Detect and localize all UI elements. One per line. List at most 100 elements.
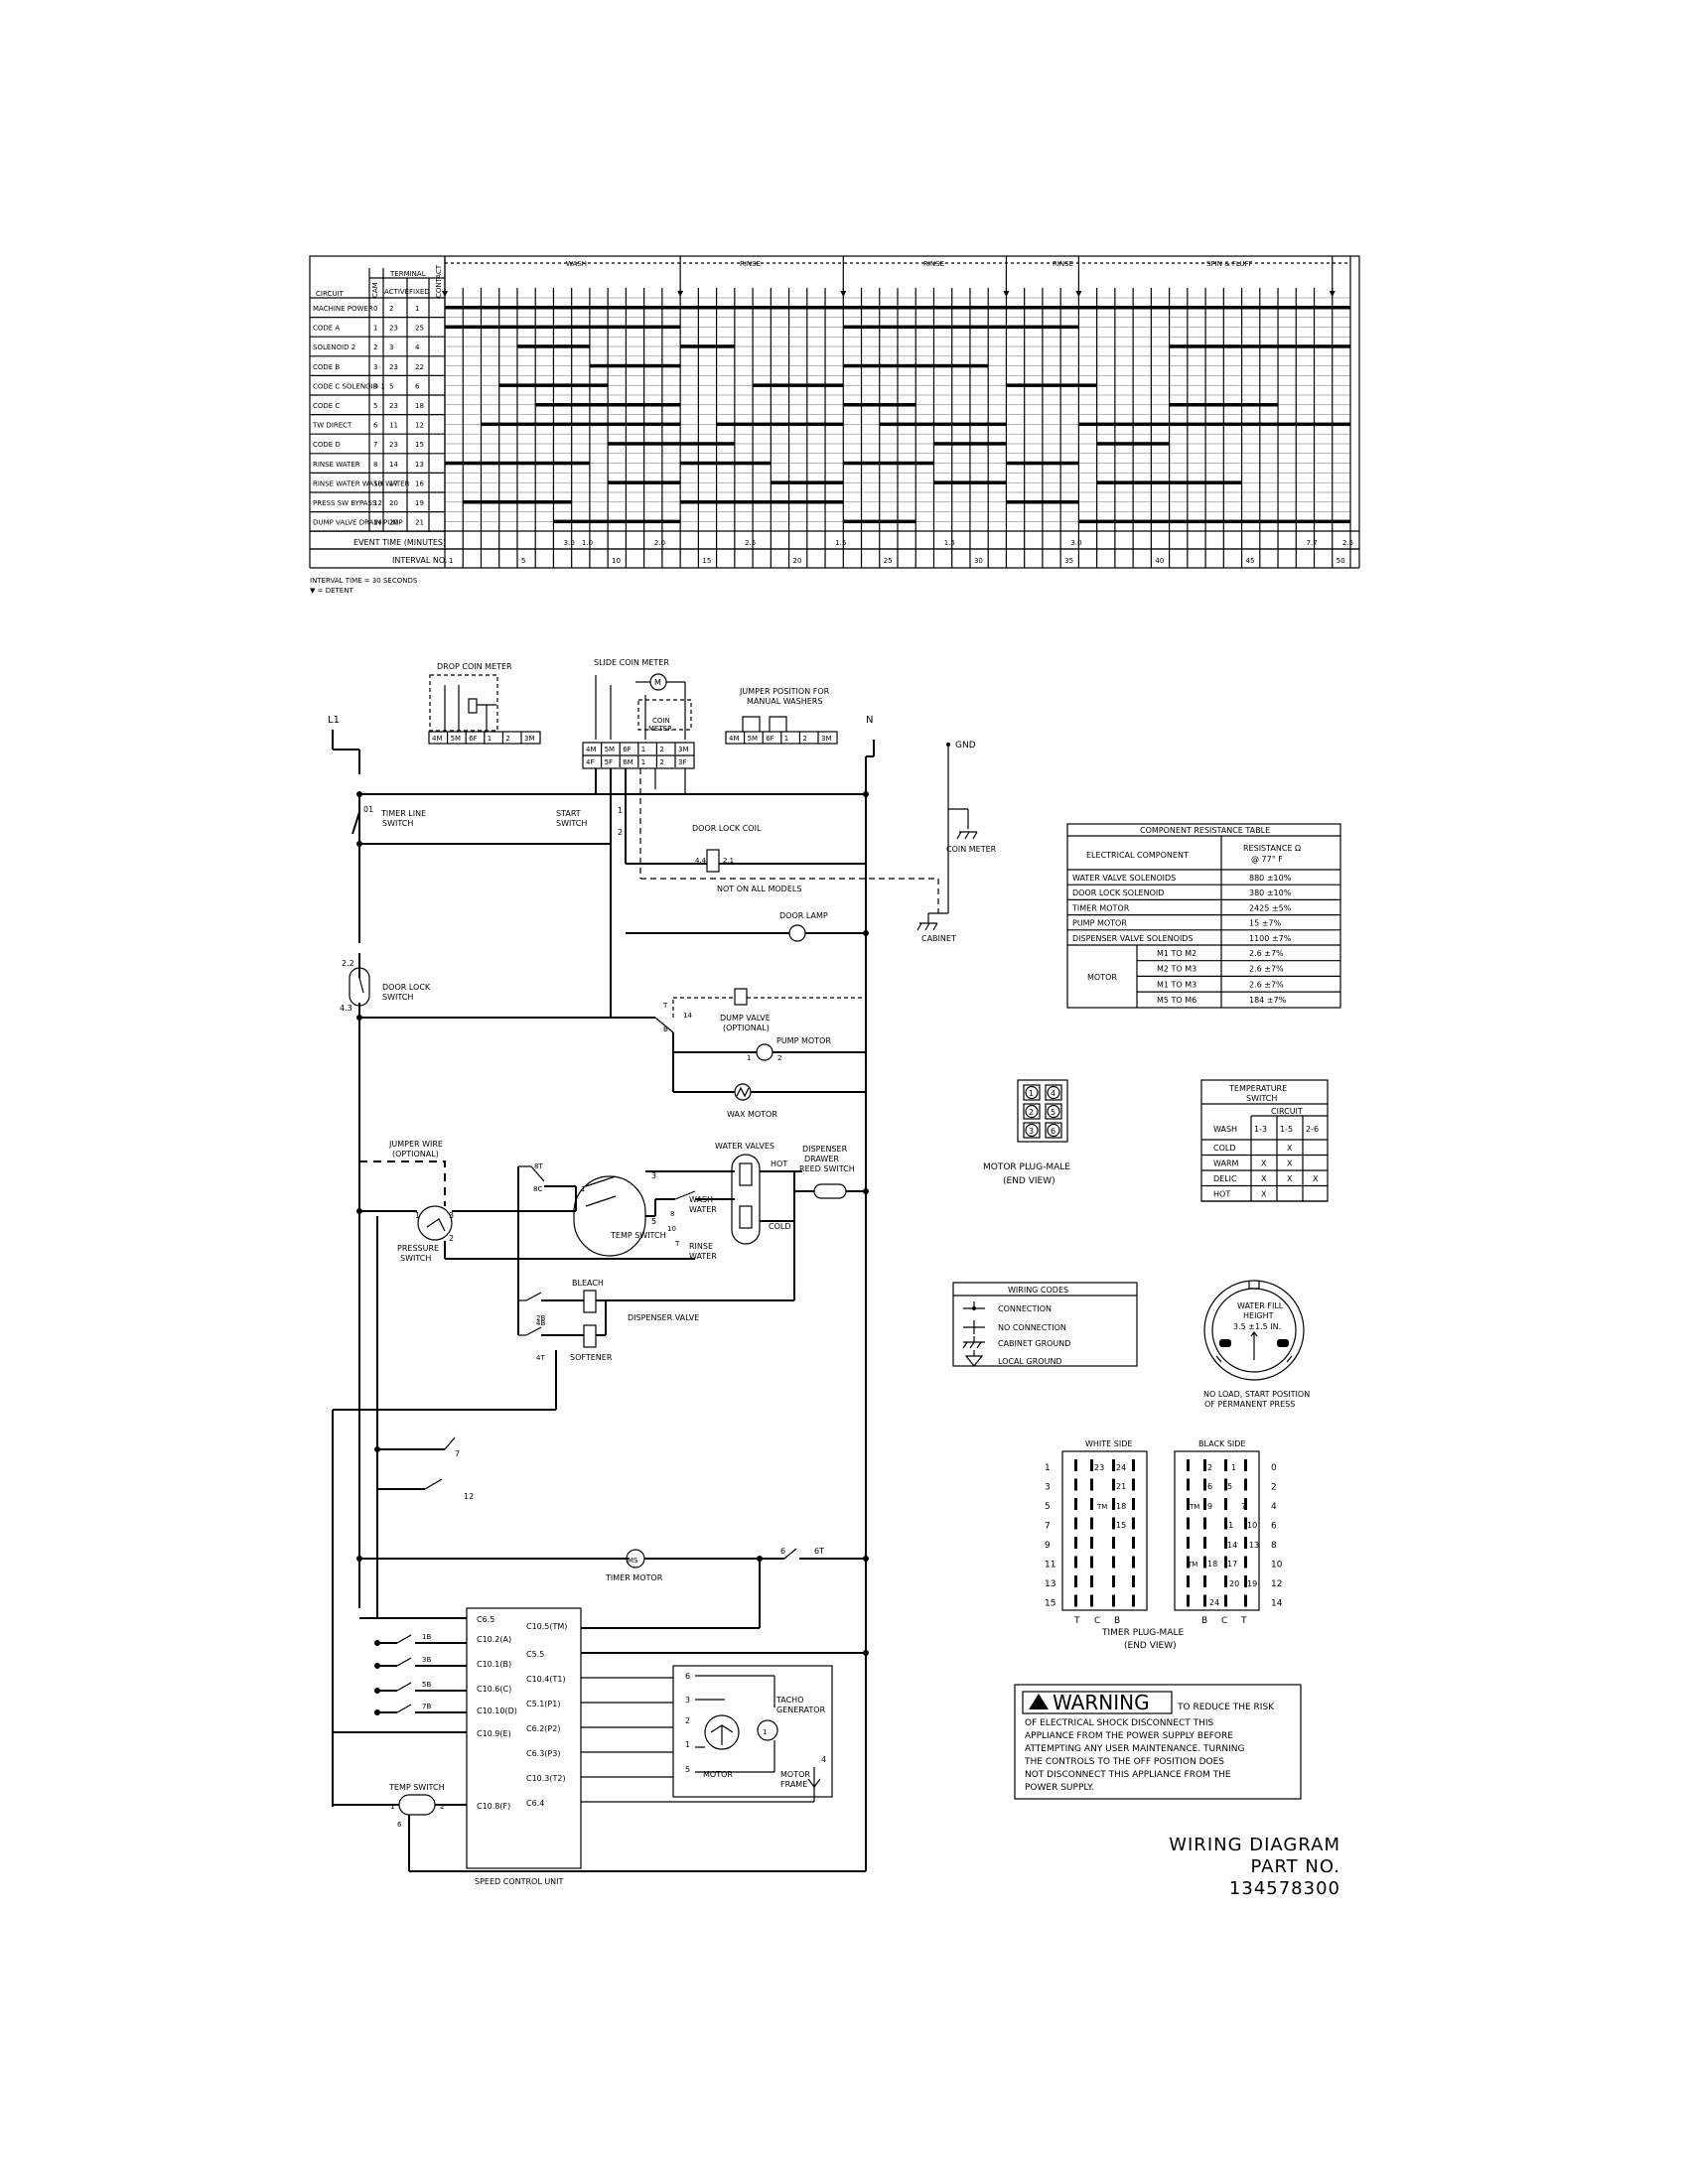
scu-right-pin: C6.4 [526, 1799, 544, 1808]
timer-plug-left-number: 5 [1045, 1502, 1051, 1512]
motor-resistance-value: 2.6 ±7% [1249, 949, 1284, 958]
cam-bar [1078, 422, 1350, 427]
terminal-6: 6 [780, 1547, 785, 1556]
terminal-6t: 6T [814, 1547, 824, 1556]
terminal-7: 7 [455, 1449, 460, 1458]
tacho-1: TACHO [775, 1696, 804, 1705]
pressure-switch-1: PRESSURE [397, 1244, 439, 1253]
pressure-terminal-1: 1 [415, 1211, 420, 1220]
timer-plug-white-bottom: C [1094, 1616, 1100, 1626]
timer-plug-blade [1090, 1556, 1093, 1569]
circuit-fixed: 12 [415, 422, 424, 430]
timer-plug-blade [1090, 1575, 1093, 1587]
water-fill-3: 3.5 ±1.5 IN. [1233, 1322, 1281, 1331]
warning-lines: TO REDUCE THE RISK OF ELECTRICAL SHOCK DI… [1024, 1703, 1275, 1793]
code-switch-label: 1B [422, 1633, 431, 1641]
header-contact: CONTACT [435, 264, 443, 298]
temp-table-circuit: CIRCUIT [1271, 1107, 1303, 1116]
resistance-value: 1100 ±7% [1249, 934, 1292, 943]
start-switch-2: SWITCH [556, 819, 587, 828]
circuit-fixed: 6 [415, 382, 420, 390]
cam-bar [1169, 403, 1279, 407]
coin-meter-label-2: METER [648, 725, 672, 733]
timer-plug-blade [1224, 1459, 1227, 1471]
timer-plug-blade [1203, 1517, 1206, 1530]
cam-bar [680, 344, 735, 348]
water-fill-1: WATER FILL [1237, 1301, 1284, 1310]
coil-terminal-44: 4.4 [695, 857, 707, 865]
timer-plug-black-pin: 10 [1247, 1521, 1257, 1530]
component-resistance-table: COMPONENT RESISTANCE TABLE ELECTRICAL CO… [1066, 823, 1341, 1009]
interval-grid [444, 288, 1351, 568]
circuit-cam: 12 [373, 499, 382, 507]
circuit-active: 23 [389, 363, 398, 371]
coin-meter-motor-m: M [654, 678, 661, 687]
circuit-fixed: 1 [415, 305, 419, 313]
timer-terminal-t: T [674, 1240, 680, 1248]
circuit-active: 23 [389, 325, 398, 333]
warning-line: TO REDUCE THE RISK [1177, 1703, 1275, 1712]
temp-terminal-8c: 8C [533, 1185, 542, 1193]
coil-terminal-21: 2.1 [723, 857, 734, 865]
scu-left-pin: C6.5 [477, 1615, 494, 1624]
interval-number: 40 [1155, 557, 1164, 565]
cam-bar [843, 403, 916, 407]
scu-right-pin: C6.3(P3) [526, 1749, 560, 1758]
circuit-name: CODE D [313, 441, 341, 449]
plug-pin: 5M [451, 735, 462, 743]
timer-plug-left-number: 13 [1045, 1579, 1055, 1589]
timer-plug-blade [1112, 1575, 1115, 1587]
event-time-value: 2.5 [745, 539, 756, 547]
timer-plug-left-number: 1 [1045, 1463, 1051, 1473]
timer-plug-blade [1074, 1556, 1077, 1569]
motor-plug-pin: 3 [1029, 1127, 1034, 1136]
timer-plug-blade [1224, 1478, 1227, 1491]
warning-line: OF ELECTRICAL SHOCK DISCONNECT THIS [1025, 1718, 1214, 1728]
circuit-fixed: 25 [415, 325, 424, 333]
timer-plug-blade [1074, 1575, 1077, 1587]
door-lock-switch-1: DOOR LOCK [382, 983, 431, 992]
timer-plug-right-number: 14 [1271, 1599, 1283, 1609]
slide-coin-meter-label: SLIDE COIN METER [594, 658, 669, 667]
circuit-fixed: 15 [415, 441, 424, 449]
timer-plug-white-pin: 23 [1094, 1463, 1104, 1472]
resistance-component: DOOR LOCK SOLENOID [1072, 888, 1164, 897]
temp-table-row-name: COLD [1213, 1144, 1236, 1153]
plug-pin: 4M [432, 735, 443, 743]
plug-pin: 2 [659, 758, 663, 766]
phase-spin-fluff: SPIN & FLUFF [1206, 260, 1253, 268]
phase-wash: WASH [566, 260, 587, 268]
start-terminal-2: 2 [618, 828, 623, 837]
cam-bar [553, 519, 681, 524]
plug-pin: 3F [678, 758, 686, 766]
timer-plug-blade [1090, 1459, 1093, 1471]
motor-plug-pin: 5 [1051, 1108, 1055, 1117]
interval-number: 10 [612, 557, 621, 565]
interval-number: 30 [974, 557, 983, 565]
cam-bar [498, 383, 609, 387]
cam-bar [589, 363, 681, 368]
timer-plug-black-pin: 6 [1207, 1482, 1212, 1491]
timer-plug-blade [1187, 1459, 1190, 1471]
code-switch-contact [396, 1704, 412, 1713]
plug-pin: 2 [802, 735, 806, 743]
event-time-value: 1.5 [835, 539, 846, 547]
dump-valve-2: (OPTIONAL) [723, 1024, 770, 1032]
plug-pin: 2 [505, 735, 509, 743]
resistance-component: PUMP MOTOR [1072, 919, 1127, 928]
motor-resistance-value: 184 ±7% [1249, 996, 1287, 1005]
phase-rinse-3: RINSE [1053, 260, 1073, 268]
temp-terminal-5: 5 [651, 1217, 656, 1226]
motor-pin-6: 6 [685, 1672, 690, 1681]
plug-pin: 4F [586, 758, 594, 766]
cam-bar [753, 383, 844, 387]
timer-plug-blade [1224, 1556, 1227, 1569]
timer-plug-blade [1224, 1575, 1227, 1587]
door-lock-coil-label: DOOR LOCK COIL [692, 824, 762, 833]
